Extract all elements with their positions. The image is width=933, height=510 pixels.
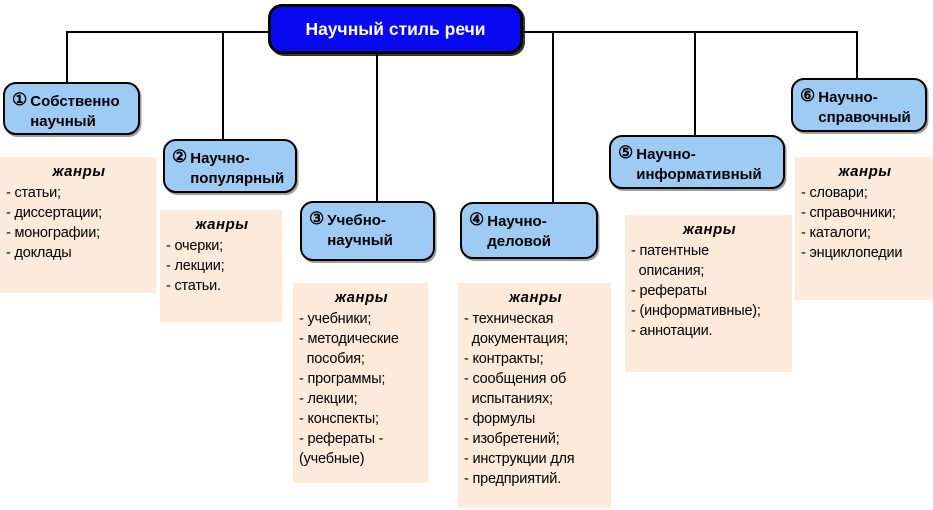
branch-number-6: ⑥ (800, 86, 816, 105)
branch-node-4: ④ Научно- деловой (460, 202, 598, 259)
branch-number-4: ④ (469, 210, 485, 229)
genre-item: - патентные (631, 243, 709, 259)
branch-node-1: ① Собственно научный (3, 82, 140, 135)
genre-list-2: - очерки; - лекции; - статьи. (166, 236, 278, 296)
genre-item: - доклады (6, 245, 72, 261)
genre-box-6: жанры - словари; - справочники; - каталоги… (795, 157, 933, 300)
genre-item: - предприятий. (464, 471, 561, 487)
genre-item: - каталоги; (801, 225, 871, 241)
branch-node-6: ⑥ Научно- справочный (791, 78, 927, 132)
genre-heading-5: жанры (682, 221, 737, 238)
branch-number-3: ③ (309, 209, 325, 228)
branch-node-3: ③ Учебно- научный (300, 201, 435, 261)
genre-heading-4: жанры (508, 289, 563, 306)
genre-item: - словари; (801, 185, 868, 201)
genre-item: - учебники; (299, 311, 372, 327)
genre-item: - сообщения об (464, 371, 567, 387)
genre-box-3: жанры - учебники; - методические пособия;… (293, 283, 428, 483)
genre-item: - изобретений; (464, 431, 560, 447)
genre-item: описания; (631, 263, 705, 279)
connector-branch-2 (222, 31, 224, 139)
genre-heading-3: жанры (334, 289, 389, 306)
branch-label-2: Научно- популярный (190, 150, 285, 188)
genre-heading-1: жанры (52, 163, 106, 180)
branch-node-5: ⑤ Научно- информативный (609, 135, 785, 189)
genre-item: испытаниях; (464, 391, 553, 407)
connector-branch-5 (694, 31, 696, 135)
genre-item: - очерки; (166, 238, 223, 254)
genre-item: (учебные) (299, 451, 365, 467)
genre-heading-6: жанры (838, 163, 892, 180)
genre-box-2: жанры - очерки; - лекции; - статьи. (160, 210, 282, 322)
connector-branch-6 (856, 31, 858, 78)
branch-label-4: Научно- деловой (487, 213, 552, 251)
genre-list-6: - словари; - справочники; - каталоги; - энц… (801, 183, 929, 263)
genre-item: пособия; (299, 351, 365, 367)
genre-item: - конспекты; (299, 411, 379, 427)
branch-label-3: Учебно- научный (327, 212, 393, 250)
root-node-label: Научный стиль речи (305, 18, 486, 39)
genre-item: - инструкции для (464, 451, 575, 467)
genre-item: - монографии; (6, 225, 100, 241)
genre-item: - рефераты - (299, 431, 384, 447)
branch-number-1: ① (12, 90, 28, 109)
branch-node-2: ② Научно- популярный (163, 139, 297, 193)
genre-list-3: - учебники; - методические пособия; - прог… (299, 309, 424, 469)
genre-item: - лекции; (299, 391, 358, 407)
genre-item: - энциклопедии (801, 245, 903, 261)
genre-item: - статьи; (6, 185, 61, 201)
genre-item: - контракты; (464, 351, 544, 367)
genre-list-1: - статьи; - диссертации; - монографии; - до… (6, 183, 152, 263)
root-node: Научный стиль речи (268, 4, 523, 54)
genre-item: - лекции; (166, 258, 225, 274)
genre-item: - справочники; (801, 205, 896, 221)
genre-list-5: - патентные описания; - рефераты - (информ… (631, 241, 788, 341)
genre-item: - статьи. (166, 278, 221, 294)
genre-heading-2: жанры (195, 216, 249, 233)
genre-item: документация; (464, 331, 569, 347)
genre-item: - (информативные); (631, 303, 761, 319)
genre-box-4: жанры - техническая документация; - контр… (458, 283, 611, 508)
genre-item: - аннотации. (631, 323, 713, 339)
genre-item: - техническая (464, 311, 554, 327)
connector-branch-1 (66, 31, 68, 82)
connector-branch-3 (376, 31, 378, 201)
genre-item: - диссертации; (6, 205, 103, 221)
genre-item: - методические (299, 331, 399, 347)
branch-label-6: Научно- справочный (818, 89, 911, 127)
genre-box-1: жанры - статьи; - диссертации; - монографи… (0, 157, 156, 293)
connector-branch-4 (552, 31, 554, 202)
genre-box-5: жанры - патентные описания; - рефераты - (… (625, 215, 792, 372)
branch-label-1: Собственно научный (30, 93, 120, 131)
branch-number-5: ⑤ (618, 143, 634, 162)
genre-item: - программы; (299, 371, 386, 387)
genre-list-4: - техническая документация; - контракты; -… (464, 309, 607, 489)
genre-item: - формулы (464, 411, 536, 427)
branch-number-2: ② (172, 147, 188, 166)
branch-label-5: Научно- информативный (636, 146, 762, 184)
genre-item: - рефераты (631, 283, 707, 299)
